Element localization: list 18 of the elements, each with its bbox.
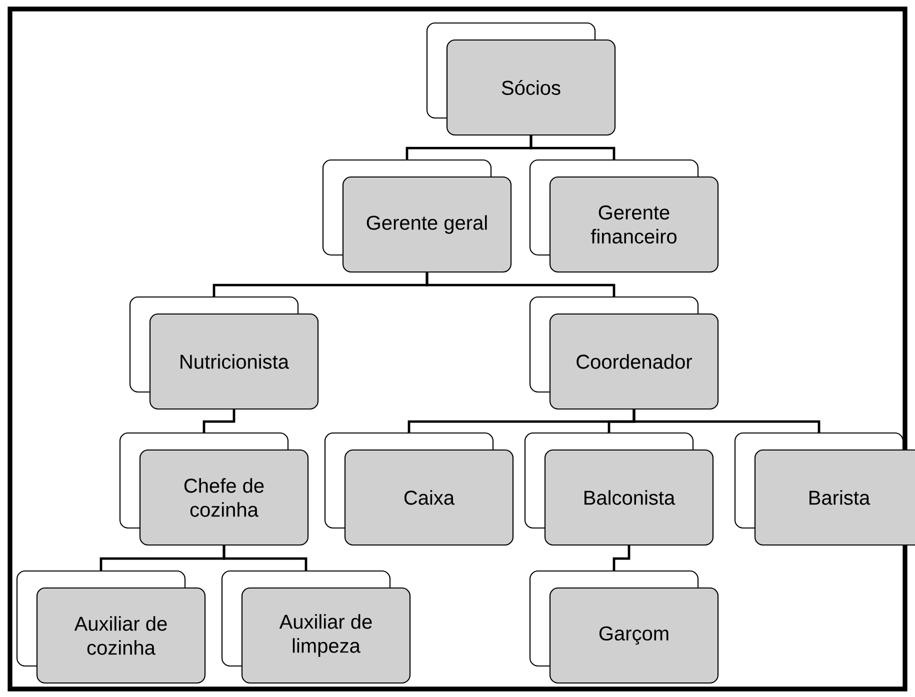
connector-line xyxy=(530,136,616,160)
connector-line xyxy=(202,410,236,432)
org-box: Auxiliar de limpeza xyxy=(221,570,411,684)
org-box: Gerente financeiro xyxy=(529,159,719,273)
connector-line xyxy=(612,546,630,570)
org-box: Garçom xyxy=(529,570,719,684)
org-box: Barista xyxy=(734,432,915,546)
org-box: Balconista xyxy=(524,432,714,546)
org-box: Gerente geral xyxy=(322,159,512,273)
org-box: Nutricionista xyxy=(129,296,319,410)
org-box: Caixa xyxy=(324,432,514,546)
org-box: Chefe de cozinha xyxy=(119,432,309,546)
org-box: Coordenador xyxy=(529,296,719,410)
connector-line xyxy=(632,410,820,432)
connector-line xyxy=(222,546,308,570)
org-box: Sócios xyxy=(426,22,616,136)
org-box: Auxiliar de cozinha xyxy=(16,570,206,684)
connector-line xyxy=(426,272,616,296)
